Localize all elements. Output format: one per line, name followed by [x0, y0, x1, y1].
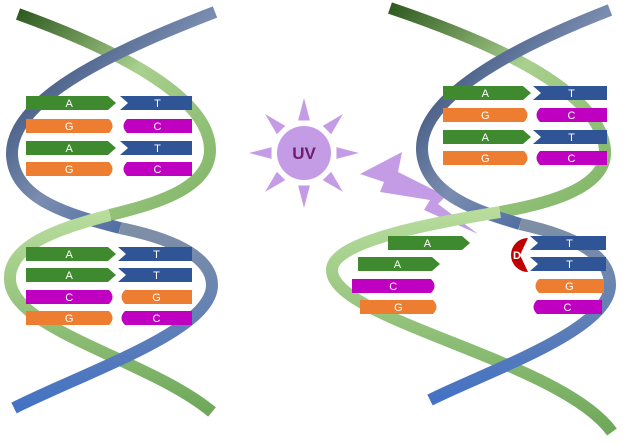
base-a [388, 236, 470, 250]
left-helix-upper-base-pairs: A T G C A T G C [26, 96, 192, 176]
base-label: G [65, 121, 74, 133]
base-t [530, 236, 606, 250]
base-label: C [153, 164, 161, 176]
base-g [535, 279, 604, 293]
base-c [26, 290, 113, 304]
sun-disc [277, 126, 331, 180]
lightning-bolt-icon [360, 152, 478, 234]
base-label: T [153, 270, 160, 282]
base-label: G [565, 281, 574, 293]
base-label: A [482, 88, 490, 100]
base-label: T [153, 249, 160, 261]
base-label: A [66, 270, 74, 282]
base-t [533, 86, 607, 100]
base-g [26, 162, 113, 176]
base-c [533, 300, 602, 314]
base-label: T [566, 259, 573, 271]
base-label: T [566, 238, 573, 250]
base-g [121, 290, 192, 304]
base-label: A [66, 249, 74, 261]
sun-ray [298, 185, 310, 208]
base-a [443, 86, 531, 100]
left-green-strand-upper [15, 8, 217, 221]
left-green-strand-lower [4, 209, 216, 417]
base-g [443, 108, 528, 122]
left-blue-strand-upper [5, 6, 218, 234]
sun-rays [249, 98, 359, 208]
dimer-shape [511, 238, 528, 272]
dimer-label: D [513, 250, 521, 262]
base-t [533, 130, 607, 144]
base-label: A [394, 259, 402, 271]
right-green-strand-lower [325, 206, 617, 436]
right-blue-strand-upper [415, 4, 613, 230]
base-a [26, 247, 116, 261]
base-c [352, 279, 435, 293]
base-label: C [568, 153, 576, 165]
sun-ray [249, 147, 272, 159]
sun-ray [322, 171, 343, 192]
base-label: C [153, 121, 161, 133]
uv-label: UV [292, 144, 316, 163]
sun-ray [265, 114, 286, 135]
base-label: G [481, 110, 490, 122]
base-label: C [568, 110, 576, 122]
uv-sun-icon: UV [249, 98, 359, 208]
right-helix-upper-base-pairs: A T G C A T G C [443, 86, 607, 165]
left-helix-front-strands [4, 209, 219, 417]
thymine-dimer-marker: D [511, 238, 528, 272]
base-label: G [65, 164, 74, 176]
base-label: C [153, 313, 161, 325]
base-label: C [563, 302, 571, 314]
sun-ray [322, 114, 343, 135]
left-helix-back-strands [5, 6, 218, 234]
base-label: T [154, 98, 161, 110]
base-a [26, 268, 116, 282]
base-g [26, 311, 113, 325]
base-g [443, 151, 528, 165]
base-label: G [65, 313, 74, 325]
base-t [118, 247, 192, 261]
base-g [26, 119, 113, 133]
base-c [123, 119, 192, 133]
base-c [121, 311, 192, 325]
base-label: A [424, 238, 432, 250]
base-label: T [154, 143, 161, 155]
base-label: C [65, 292, 73, 304]
base-t [118, 268, 192, 282]
sun-ray [298, 98, 310, 121]
base-label: G [481, 153, 490, 165]
base-a [358, 257, 440, 271]
base-c [536, 108, 607, 122]
base-label: A [482, 132, 490, 144]
base-label: A [66, 143, 74, 155]
base-t [120, 96, 192, 110]
base-c [123, 162, 192, 176]
base-g [360, 300, 437, 314]
base-label: T [568, 88, 575, 100]
sun-ray [265, 171, 286, 192]
base-c [536, 151, 607, 165]
base-label: T [568, 132, 575, 144]
left-blue-strand-lower [11, 222, 219, 414]
sun-ray [336, 147, 359, 159]
base-a [26, 96, 116, 110]
base-t [120, 141, 192, 155]
base-a [443, 130, 531, 144]
base-t [530, 257, 606, 271]
base-label: A [66, 98, 74, 110]
base-label: G [152, 292, 161, 304]
base-a [26, 141, 116, 155]
base-label: C [389, 281, 397, 293]
base-label: G [394, 302, 403, 314]
